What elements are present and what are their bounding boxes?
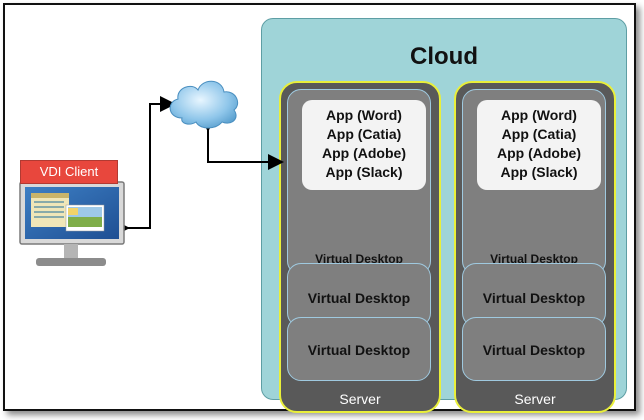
app-item: App (Slack)	[325, 164, 403, 180]
app-item: App (Adobe)	[322, 145, 406, 161]
app-item: App (Slack)	[500, 164, 578, 180]
virtual-desktop-1-1: App (Word) App (Catia) App (Adobe) App (…	[287, 89, 431, 275]
app-item: App (Word)	[326, 107, 402, 123]
server-1: App (Word) App (Catia) App (Adobe) App (…	[279, 81, 441, 413]
cloud-server-connector	[200, 116, 284, 170]
cloud-container: Cloud App (Word) App (Catia) App (Adobe)…	[261, 18, 627, 413]
vdi-client-label: VDI Client	[20, 160, 118, 184]
app-item: App (Word)	[501, 107, 577, 123]
server-2: App (Word) App (Catia) App (Adobe) App (…	[454, 81, 616, 413]
virtual-desktop-label: Virtual Desktop	[490, 252, 578, 266]
virtual-desktop-1-3: Virtual Desktop	[287, 317, 431, 381]
app-item: App (Adobe)	[497, 145, 581, 161]
server-label: Server	[514, 391, 556, 407]
server-label: Server	[339, 391, 381, 407]
virtual-desktop-2-2: Virtual Desktop	[462, 263, 606, 327]
cloud-title: Cloud	[410, 43, 478, 70]
virtual-desktop-label: Virtual Desktop	[482, 290, 586, 306]
virtual-desktop-2-1: App (Word) App (Catia) App (Adobe) App (…	[462, 89, 606, 275]
virtual-desktop-label: Virtual Desktop	[482, 342, 586, 358]
app-item: App (Catia)	[501, 126, 577, 142]
virtual-desktop-1-2: Virtual Desktop	[287, 263, 431, 327]
app-item: App (Catia)	[326, 126, 402, 142]
app-list: App (Word) App (Catia) App (Adobe) App (…	[477, 100, 601, 190]
cloud-icon	[169, 80, 239, 129]
virtual-desktop-label: Virtual Desktop	[307, 290, 411, 306]
app-list: App (Word) App (Catia) App (Adobe) App (…	[302, 100, 426, 190]
virtual-desktop-label: Virtual Desktop	[307, 342, 411, 358]
virtual-desktop-2-3: Virtual Desktop	[462, 317, 606, 381]
monitor-icon	[19, 181, 125, 266]
client-cloud-connector	[114, 96, 176, 236]
virtual-desktop-label: Virtual Desktop	[315, 252, 403, 266]
